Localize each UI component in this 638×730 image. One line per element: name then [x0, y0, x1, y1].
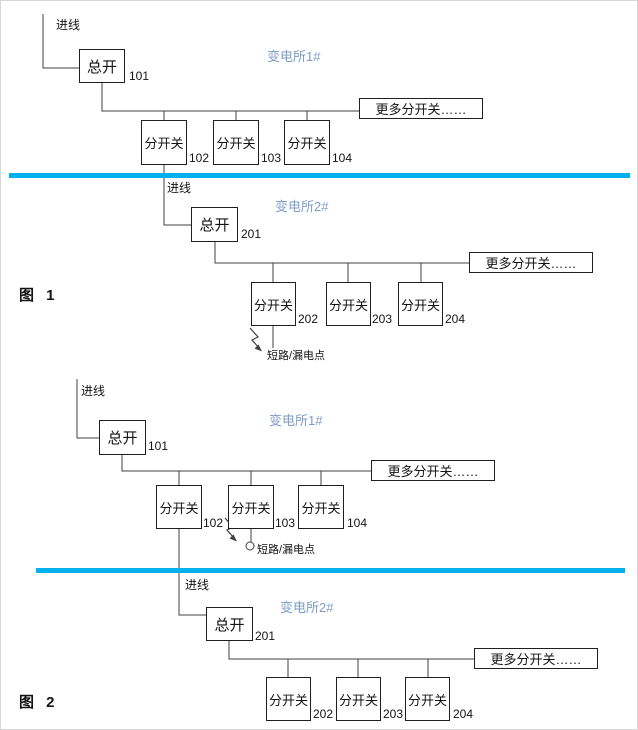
more-switches-label: 更多分开关…… — [375, 102, 467, 117]
substation-title: 变电所2# — [275, 199, 329, 214]
figure1-lightning-fault-icon — [249, 327, 262, 352]
main-switch-box: 总开 — [191, 207, 238, 242]
switch-number-label: 202 — [313, 707, 334, 721]
main-switch-box: 总开 — [206, 607, 253, 641]
switch-number-label: 101 — [148, 439, 169, 453]
branch-switch-box: 分开关 — [398, 282, 443, 326]
fault-point-circle-icon — [245, 541, 255, 551]
branch-switch-label: 分开关 — [400, 297, 440, 313]
branch-switch-box: 分开关 — [228, 485, 274, 529]
branch-switch-label: 分开关 — [328, 297, 368, 313]
more-switches-box: 更多分开关…… — [469, 252, 593, 273]
incoming-line-label: 进线 — [167, 181, 192, 195]
branch-switch-label: 分开关 — [216, 136, 256, 151]
figure-caption: 图 2 — [19, 694, 59, 711]
branch-switch-label: 分开关 — [253, 297, 293, 313]
switch-number-label: 104 — [347, 516, 368, 530]
branch-switch-box: 分开关 — [251, 282, 296, 326]
more-switches-box: 更多分开关…… — [359, 98, 483, 119]
more-switches-box: 更多分开关…… — [474, 648, 598, 669]
branch-switch-label: 分开关 — [301, 500, 341, 516]
branch-switch-box: 分开关 — [213, 120, 259, 165]
separator-bar — [9, 173, 630, 178]
switch-number-label: 204 — [453, 707, 474, 721]
separator-bar — [36, 568, 625, 573]
branch-switch-label: 分开关 — [231, 500, 271, 516]
main-switch-label: 总开 — [199, 217, 230, 234]
switch-number-label: 203 — [372, 312, 393, 326]
branch-switch-box: 分开关 — [156, 485, 202, 529]
incoming-line-label: 进线 — [185, 578, 210, 592]
fault-point-label: 短路/漏电点 — [267, 350, 326, 362]
more-switches-label: 更多分开关…… — [485, 256, 577, 271]
switch-number-label: 202 — [298, 312, 319, 326]
branch-switch-box: 分开关 — [405, 677, 450, 721]
incoming-line-label: 进线 — [56, 18, 81, 32]
figure-caption: 图 1 — [19, 287, 59, 304]
substation-title: 变电所2# — [280, 600, 334, 615]
main-switch-label: 总开 — [214, 616, 245, 634]
substation-title: 变电所1# — [267, 49, 321, 64]
main-switch-box: 总开 — [99, 420, 146, 455]
main-switch-label: 总开 — [107, 430, 138, 447]
branch-switch-box: 分开关 — [284, 120, 330, 165]
branch-switch-box: 分开关 — [141, 120, 187, 165]
switch-number-label: 104 — [332, 151, 353, 165]
switch-number-label: 203 — [383, 707, 404, 721]
switch-number-label: 201 — [241, 227, 262, 241]
switch-number-label: 204 — [445, 312, 466, 326]
branch-switch-label: 分开关 — [144, 136, 184, 151]
branch-switch-box: 分开关 — [326, 282, 371, 326]
figure2-wiring — [76, 379, 474, 677]
switch-number-label: 201 — [255, 629, 276, 643]
substation-title: 变电所1# — [269, 413, 323, 428]
branch-switch-label: 分开关 — [268, 692, 308, 708]
incoming-line-label: 进线 — [81, 384, 106, 398]
figure1-wiring — [42, 14, 469, 348]
switch-number-label: 103 — [261, 151, 282, 165]
main-switch-label: 总开 — [86, 58, 117, 76]
more-switches-label: 更多分开关…… — [387, 464, 479, 479]
branch-switch-label: 分开关 — [159, 500, 199, 516]
switch-number-label: 101 — [129, 69, 150, 83]
switch-number-label: 102 — [203, 516, 224, 530]
switch-number-label: 102 — [189, 151, 210, 165]
branch-switch-label: 分开关 — [407, 692, 447, 708]
more-switches-box: 更多分开关…… — [371, 460, 495, 481]
fault-point-label: 短路/漏电点 — [257, 544, 316, 556]
branch-switch-label: 分开关 — [338, 692, 378, 708]
more-switches-label: 更多分开关…… — [490, 652, 582, 667]
branch-switch-box: 分开关 — [298, 485, 344, 529]
switch-number-label: 103 — [275, 516, 296, 530]
main-switch-box: 总开 — [79, 49, 125, 83]
branch-switch-box: 分开关 — [336, 677, 381, 721]
branch-switch-label: 分开关 — [287, 136, 327, 151]
branch-switch-box: 分开关 — [266, 677, 311, 721]
